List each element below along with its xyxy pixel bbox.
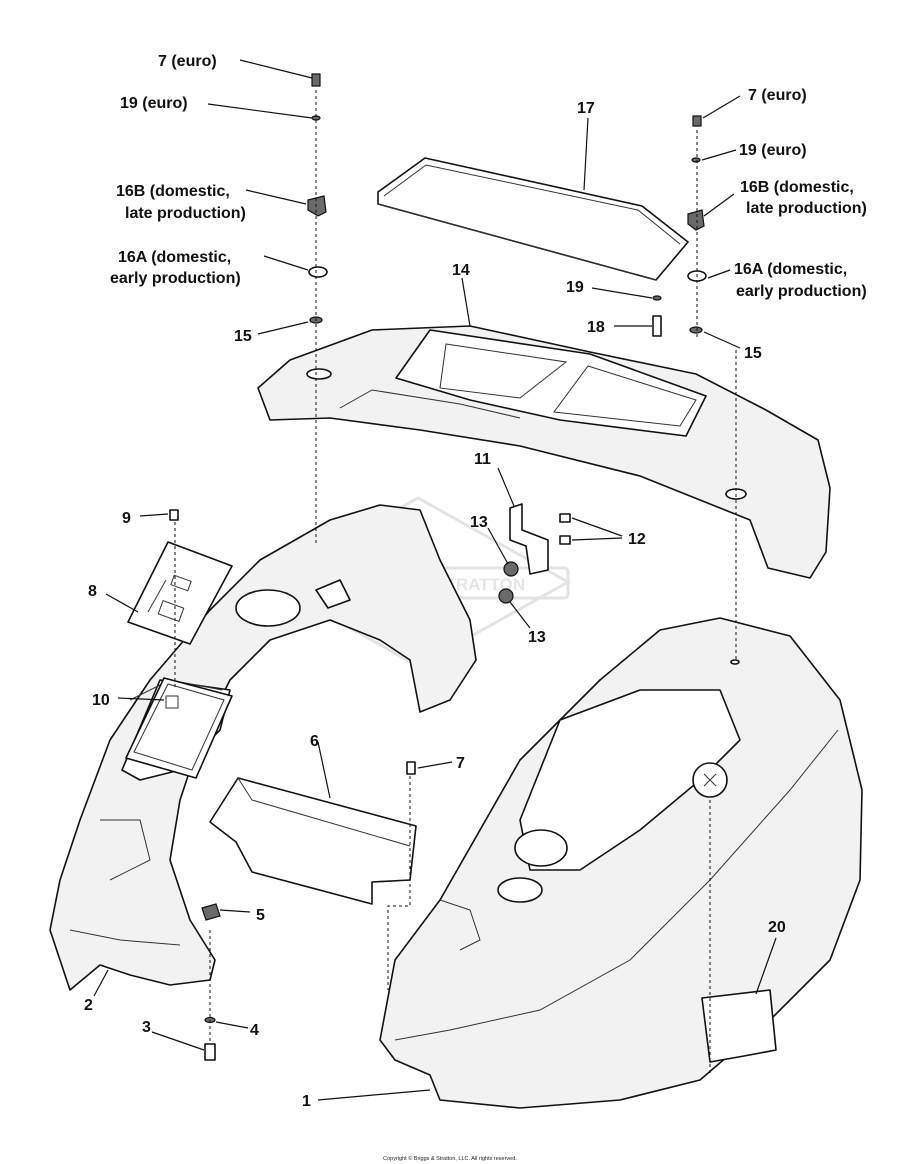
label-7-euro-right: 7 (euro) (748, 87, 807, 104)
label-9: 9 (122, 510, 131, 527)
label-15-left: 15 (234, 328, 252, 345)
part-6-tray[interactable] (209, 777, 417, 905)
label-16a-right-line1: 16A (domestic, (734, 261, 847, 278)
label-5: 5 (256, 907, 265, 924)
label-19-euro-right: 19 (euro) (739, 142, 807, 159)
label-14: 14 (452, 262, 470, 279)
label-13-bottom: 13 (528, 629, 546, 646)
label-4: 4 (250, 1022, 259, 1039)
part-20-cover[interactable] (701, 989, 777, 1063)
label-2: 2 (84, 997, 93, 1014)
label-18: 18 (587, 319, 605, 336)
label-11: 11 (474, 451, 491, 468)
label-12: 12 (628, 531, 646, 548)
part-labels: 7 (euro) 19 (euro) 16B (domestic, late p… (84, 53, 867, 1110)
leader-lines (93, 59, 777, 1101)
label-16a-left-line2: early production) (110, 270, 241, 287)
part-11-bracket[interactable] (509, 503, 549, 575)
label-15-right: 15 (744, 345, 762, 362)
part-8-plate[interactable] (127, 541, 233, 645)
label-20: 20 (768, 919, 786, 936)
label-3: 3 (142, 1019, 151, 1036)
part-17-pad[interactable] (377, 157, 689, 281)
label-16b-left-line1: 16B (domestic, (116, 183, 230, 200)
label-19-mid: 19 (566, 279, 584, 296)
label-16b-right-line2: late production) (746, 200, 867, 217)
label-6: 6 (310, 733, 319, 750)
label-16a-right-line2: early production) (736, 283, 867, 300)
assembly-lines (174, 90, 737, 1076)
part-10-panel[interactable] (125, 677, 233, 779)
label-10: 10 (92, 692, 110, 709)
label-8: 8 (88, 583, 97, 600)
label-7-mid: 7 (456, 755, 465, 772)
label-19-euro-left: 19 (euro) (120, 95, 188, 112)
copyright-notice: Copyright © Briggs & Stratton, LLC. All … (383, 1155, 517, 1162)
label-16a-left-line1: 16A (domestic, (118, 249, 231, 266)
label-16b-left-line2: late production) (125, 205, 246, 222)
label-16b-right-line1: 16B (domestic, (740, 179, 854, 196)
label-7-euro-left: 7 (euro) (158, 53, 217, 70)
part-1-rear-body[interactable] (379, 617, 863, 1109)
hardware (169, 73, 707, 1061)
label-13-top: 13 (470, 514, 488, 531)
label-1: 1 (302, 1093, 311, 1110)
label-17: 17 (577, 100, 595, 117)
